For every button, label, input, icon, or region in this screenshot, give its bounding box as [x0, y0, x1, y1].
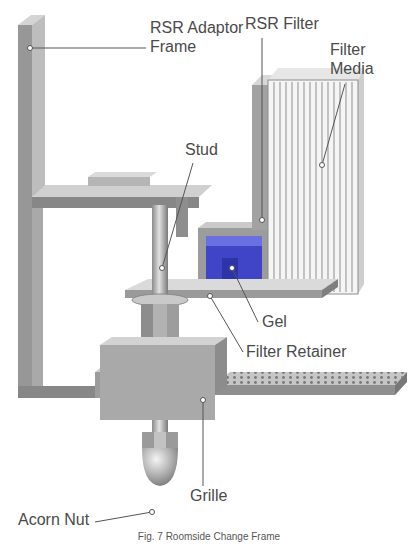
part-label: Gel: [262, 312, 342, 331]
leader-line: [230, 266, 235, 271]
part-label: Filter Retainer: [246, 342, 406, 361]
grille: [100, 345, 215, 420]
filter-retainer: [322, 279, 338, 298]
leader-line: [208, 294, 213, 299]
adaptor-frame: [18, 25, 32, 397]
gel: [206, 236, 262, 286]
acorn-nut: [154, 432, 166, 448]
leader-line: [162, 163, 193, 268]
part-label: Acorn Nut: [18, 510, 118, 529]
adaptor-frame: [18, 386, 104, 398]
acorn-nut: [142, 448, 178, 486]
grille: [215, 385, 395, 395]
filter-media: [274, 82, 352, 292]
gel: [206, 236, 262, 286]
leader-line: [28, 46, 33, 51]
part-label: RSR Adaptor Frame: [150, 18, 250, 56]
filter-media: [268, 80, 358, 294]
adaptor-frame: [88, 172, 157, 177]
acorn-nut: [142, 432, 178, 486]
part-label: Stud: [185, 140, 265, 159]
leader-line: [95, 512, 152, 522]
filter-housing: [198, 75, 278, 290]
adaptor-frame: [32, 197, 199, 208]
adaptor-frame: [32, 207, 43, 387]
leader-line: [232, 268, 258, 322]
adaptor-frame: [32, 15, 45, 197]
filter-media: [358, 68, 364, 294]
leader-line: [150, 510, 155, 515]
leader-line: [160, 266, 165, 271]
filter-media: [268, 80, 358, 294]
stud: [141, 304, 153, 342]
leader-line: [210, 296, 243, 352]
filter-housing: [252, 85, 268, 230]
grille: [395, 372, 407, 395]
part-label: Filter Media: [330, 40, 400, 78]
grille: [215, 372, 407, 385]
leader-line: [30, 48, 146, 49]
leader-line: [262, 38, 263, 220]
filter-media: [268, 68, 364, 294]
leader-line: [201, 398, 206, 403]
grille: [215, 337, 227, 395]
figure-caption: Fig. 7 Roomside Change Frame: [0, 531, 418, 543]
adaptor-frame: [88, 177, 150, 186]
leader-line: [320, 163, 325, 168]
part-label: Grille: [190, 486, 280, 505]
leader-line: [260, 218, 265, 223]
grille: [100, 337, 407, 420]
leader-line: [28, 38, 346, 522]
stud: [141, 304, 179, 342]
part-label: RSR Filter: [245, 14, 355, 33]
acorn-nut: [142, 432, 178, 448]
adaptor-frame: [176, 197, 188, 237]
leader-line: [322, 84, 345, 165]
gel: [206, 236, 262, 246]
stud: [167, 304, 179, 342]
leader-line: [203, 400, 204, 486]
grille: [100, 337, 227, 345]
